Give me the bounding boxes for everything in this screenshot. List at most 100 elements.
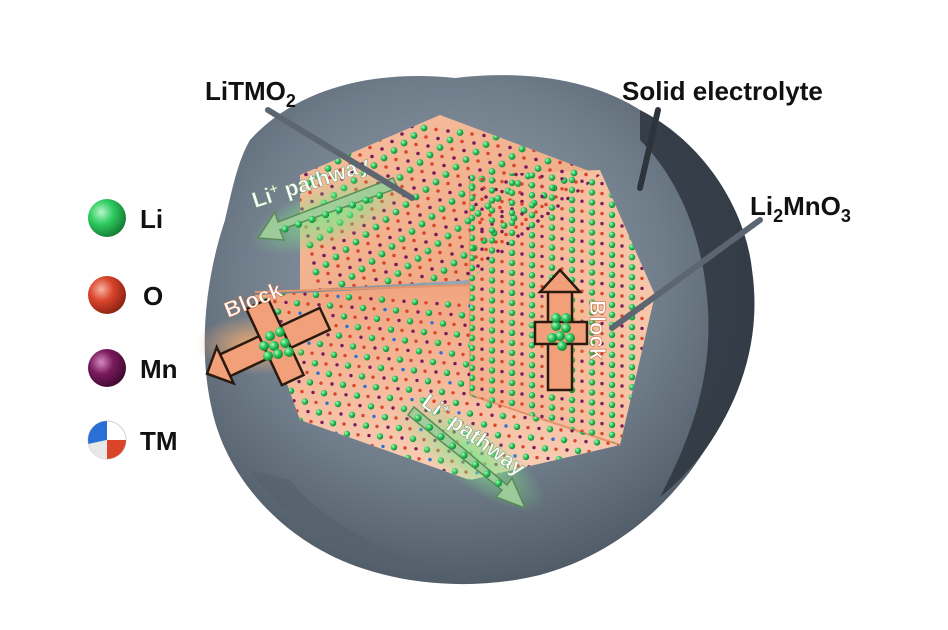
- tm-atom: [439, 351, 442, 354]
- mn-atom: [396, 387, 399, 390]
- mn-atom: [523, 416, 526, 419]
- mn-atom: [584, 440, 587, 443]
- o-atom: [310, 252, 314, 256]
- li-atom: [549, 194, 555, 200]
- mn-atom: [400, 436, 403, 439]
- o-atom: [500, 220, 503, 223]
- li-atom: [549, 394, 555, 400]
- o-atom: [357, 365, 360, 368]
- li-atom: [461, 252, 468, 259]
- li-atom: [529, 282, 535, 288]
- mn-atom: [458, 343, 461, 346]
- li-atom: [322, 211, 329, 218]
- mn-atom: [444, 225, 448, 229]
- o-atom: [402, 246, 406, 250]
- mn-atom: [500, 350, 503, 353]
- o-atom: [437, 380, 440, 383]
- mn-atom: [332, 246, 336, 250]
- li-atom: [609, 382, 615, 388]
- li-atom: [589, 189, 595, 195]
- o-atom: [372, 269, 376, 273]
- o-atom: [500, 300, 503, 303]
- li-atom: [549, 404, 555, 410]
- li-atom: [489, 377, 495, 383]
- o-atom: [385, 386, 388, 389]
- mn-atom: [508, 146, 512, 150]
- mn-atom: [540, 175, 543, 178]
- mn-atom: [520, 292, 523, 295]
- mn-atom: [432, 171, 436, 175]
- li-atom: [609, 272, 615, 278]
- li-atom: [421, 329, 427, 335]
- o-atom: [346, 257, 350, 261]
- li-atom: [360, 305, 366, 311]
- li-atom: [354, 392, 360, 398]
- o-atom: [476, 159, 480, 163]
- mn-atom: [560, 237, 563, 240]
- o-atom: [580, 410, 583, 413]
- li-atom: [569, 247, 575, 253]
- o-atom: [426, 197, 430, 201]
- o-atom: [412, 239, 416, 243]
- li-atom: [459, 312, 465, 318]
- o-atom: [620, 334, 623, 337]
- mn-atom: [442, 164, 446, 168]
- li-atom: [453, 164, 460, 171]
- li-atom: [569, 207, 575, 213]
- li-atom: [460, 452, 467, 459]
- mn-atom: [480, 308, 483, 311]
- mn-atom: [540, 215, 543, 218]
- li-atom: [609, 362, 615, 368]
- li-atom: [387, 395, 393, 401]
- li-atom: [545, 158, 552, 165]
- o-atom: [520, 262, 523, 265]
- li-atom: [489, 217, 495, 223]
- li-atom: [589, 219, 595, 225]
- o-atom: [442, 361, 445, 364]
- o-atom: [353, 316, 356, 319]
- li-atom: [275, 327, 285, 337]
- mn-atom: [434, 233, 438, 237]
- o-atom: [326, 272, 330, 276]
- mn-atom: [458, 183, 462, 187]
- li-atom: [509, 360, 515, 366]
- mn-atom: [500, 215, 504, 219]
- o-atom: [419, 320, 422, 323]
- li-atom: [509, 340, 515, 346]
- li-atom: [629, 374, 635, 380]
- mn-atom: [368, 366, 371, 369]
- mn-atom: [536, 219, 540, 223]
- mn-atom: [520, 232, 523, 235]
- o-atom: [380, 406, 383, 409]
- mn-atom: [434, 370, 437, 373]
- li-atom: [294, 300, 300, 306]
- li-atom: [509, 210, 515, 216]
- mn-atom: [540, 275, 543, 278]
- o-atom: [361, 414, 364, 417]
- mn-atom: [446, 129, 450, 133]
- li-atom: [407, 318, 413, 324]
- mn-atom: [540, 395, 543, 398]
- tm-atom: [363, 385, 366, 388]
- mn-atom: [358, 258, 362, 262]
- mn-atom: [339, 412, 342, 415]
- mn-atom: [424, 240, 428, 244]
- o-atom: [484, 248, 488, 252]
- mn-atom: [580, 220, 583, 223]
- li-atom: [551, 313, 561, 323]
- li-atom: [426, 310, 432, 316]
- li-atom: [383, 346, 389, 352]
- o-atom: [600, 252, 603, 255]
- mn-atom: [580, 380, 583, 383]
- li-atom: [429, 213, 436, 220]
- mn-atom: [466, 272, 470, 276]
- li-atom: [683, 485, 689, 491]
- li-atom: [340, 382, 346, 388]
- li-atom: [549, 254, 555, 260]
- mn-atom: [415, 379, 418, 382]
- li-atom: [529, 172, 535, 178]
- li-atom: [447, 137, 454, 144]
- legend-label-o: O: [143, 281, 163, 311]
- li-atom: [509, 310, 515, 316]
- mn-atom: [518, 435, 521, 438]
